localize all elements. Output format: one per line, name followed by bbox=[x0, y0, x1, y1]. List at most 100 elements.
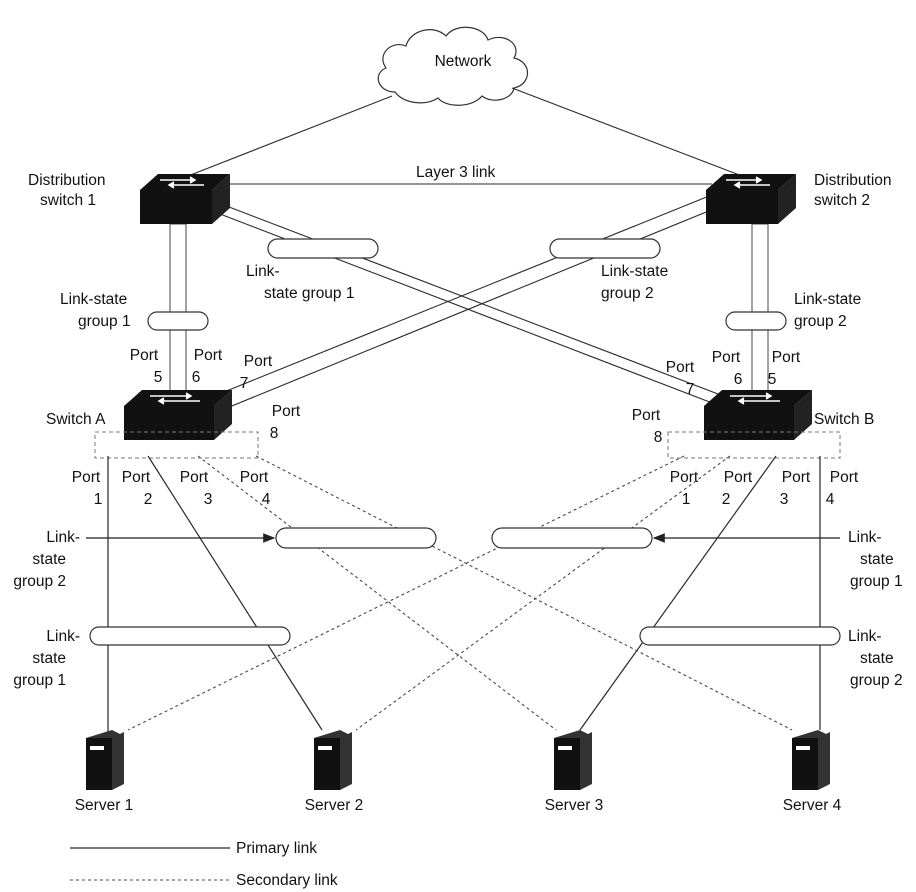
svg-text:Port: Port bbox=[180, 469, 209, 486]
server-1-label: Server 1 bbox=[75, 797, 134, 814]
cloud-icon bbox=[377, 26, 529, 106]
switch-b bbox=[704, 390, 812, 440]
network-cloud: Network bbox=[377, 26, 529, 106]
primary-links bbox=[107, 455, 821, 742]
switch-arrows-icon bbox=[726, 176, 770, 189]
lsg-upper-left-side-line2: group 1 bbox=[78, 313, 131, 330]
server-4 bbox=[792, 730, 830, 790]
svg-text:8: 8 bbox=[270, 425, 279, 442]
lsg-lower-right-side-line1: Link- bbox=[848, 628, 882, 645]
lsg-upper-left-mid-line2: state group 1 bbox=[264, 285, 354, 302]
switch-a-upper-ports: Port 5 Port 6 Port 7 Port 8 bbox=[130, 347, 301, 442]
svg-text:Port: Port bbox=[830, 469, 859, 486]
switch-arrows-icon bbox=[150, 392, 200, 405]
svg-text:2: 2 bbox=[722, 491, 731, 508]
lsg-upper-right-side-line1: Link-state bbox=[794, 291, 861, 308]
switch-arrows-icon bbox=[730, 392, 780, 405]
secondary-links bbox=[127, 455, 793, 731]
switch-arrows-icon bbox=[160, 176, 204, 189]
svg-text:4: 4 bbox=[826, 491, 835, 508]
lsg-lower-right-arrow-line1: Link- bbox=[848, 529, 882, 546]
legend-secondary-label: Secondary link bbox=[236, 872, 338, 889]
svg-text:7: 7 bbox=[686, 381, 695, 398]
switch-a bbox=[124, 390, 232, 440]
svg-text:6: 6 bbox=[734, 371, 743, 388]
svg-text:6: 6 bbox=[192, 369, 201, 386]
lsg-lower-right-arrow-line2: state bbox=[860, 551, 894, 568]
svg-text:Port: Port bbox=[670, 469, 699, 486]
server-1 bbox=[86, 730, 124, 790]
server-icon bbox=[554, 730, 592, 790]
right-vertical-link bbox=[751, 223, 769, 393]
svg-text:Port: Port bbox=[632, 407, 661, 424]
dist2-label-line2: switch 2 bbox=[814, 192, 870, 209]
dist1-label-line1: Distribution bbox=[28, 172, 106, 189]
svg-text:5: 5 bbox=[768, 371, 777, 388]
switch-b-label: Switch B bbox=[814, 411, 874, 428]
switch-b-lower-ports: Port 1 Port 2 Port 3 Port 4 bbox=[670, 469, 859, 508]
left-vertical-link bbox=[169, 223, 187, 393]
svg-text:Port: Port bbox=[122, 469, 151, 486]
pill-upper-left-mid bbox=[267, 238, 379, 259]
cross-links bbox=[213, 193, 721, 411]
switch-b-port-group-box bbox=[667, 431, 841, 459]
switch-a-label: Switch A bbox=[46, 411, 106, 428]
server-4-label: Server 4 bbox=[783, 797, 842, 814]
svg-text:Port: Port bbox=[244, 353, 273, 370]
pill-upper-right-mid bbox=[549, 238, 661, 259]
svg-text:Port: Port bbox=[72, 469, 101, 486]
svg-text:5: 5 bbox=[154, 369, 163, 386]
lsg-upper-left-side-line1: Link-state bbox=[60, 291, 127, 308]
server-3 bbox=[554, 730, 592, 790]
lsg-lower-left-side-line1: Link- bbox=[46, 628, 80, 645]
layer3-link-label: Layer 3 link bbox=[416, 164, 496, 181]
svg-text:4: 4 bbox=[262, 491, 271, 508]
cloud-to-dist1-link bbox=[187, 95, 393, 177]
lsg-lower-left-side-line2: state bbox=[32, 650, 66, 667]
pill-lower-right-side bbox=[639, 626, 841, 646]
distribution-switch-1 bbox=[140, 174, 230, 224]
svg-text:1: 1 bbox=[682, 491, 691, 508]
lsg-upper-left-mid-line1: Link- bbox=[246, 263, 280, 280]
network-label: Network bbox=[435, 53, 492, 70]
pill-lower-left-side bbox=[89, 626, 291, 646]
server-icon bbox=[792, 730, 830, 790]
pill-upper-right-side bbox=[725, 311, 787, 331]
server-3-label: Server 3 bbox=[545, 797, 604, 814]
svg-text:1: 1 bbox=[94, 491, 103, 508]
svg-text:Port: Port bbox=[724, 469, 753, 486]
svg-text:3: 3 bbox=[780, 491, 789, 508]
server-icon bbox=[314, 730, 352, 790]
dist2-label-line1: Distribution bbox=[814, 172, 892, 189]
pill-lower-right-arrow bbox=[491, 527, 653, 549]
svg-text:Port: Port bbox=[130, 347, 159, 364]
server-icon bbox=[86, 730, 124, 790]
svg-text:3: 3 bbox=[204, 491, 213, 508]
lsg-lower-left-arrow-line1: Link- bbox=[46, 529, 80, 546]
pill-upper-left-side bbox=[147, 311, 209, 331]
lsg-lower-left-arrow-line2: state bbox=[32, 551, 66, 568]
svg-text:Port: Port bbox=[782, 469, 811, 486]
lsg-lower-left-arrow-line3: group 2 bbox=[13, 573, 66, 590]
svg-text:Port: Port bbox=[666, 359, 695, 376]
cloud-to-dist2-link bbox=[511, 87, 743, 177]
lsg-upper-right-mid-line1: Link-state bbox=[601, 263, 668, 280]
svg-text:Port: Port bbox=[194, 347, 223, 364]
lsg-lower-left-side-line3: group 1 bbox=[13, 672, 66, 689]
svg-text:Port: Port bbox=[272, 403, 301, 420]
distribution-switch-2 bbox=[706, 174, 796, 224]
pill-lower-left-arrow bbox=[275, 527, 437, 549]
lsg-lower-right-arrow-line3: group 1 bbox=[850, 573, 903, 590]
switch-b-upper-ports: Port 7 Port 6 Port 5 Port 8 bbox=[632, 349, 801, 446]
switch-a-lower-ports: Port 1 Port 2 Port 3 Port 4 bbox=[72, 469, 271, 508]
switch-a-port-group-box bbox=[94, 431, 259, 459]
svg-text:7: 7 bbox=[240, 375, 249, 392]
legend: Primary link Secondary link bbox=[70, 840, 338, 889]
legend-primary-label: Primary link bbox=[236, 840, 317, 857]
svg-text:Port: Port bbox=[712, 349, 741, 366]
svg-text:Port: Port bbox=[240, 469, 269, 486]
lsg-upper-right-side-line2: group 2 bbox=[794, 313, 847, 330]
server-2-label: Server 2 bbox=[305, 797, 364, 814]
svg-text:8: 8 bbox=[654, 429, 663, 446]
